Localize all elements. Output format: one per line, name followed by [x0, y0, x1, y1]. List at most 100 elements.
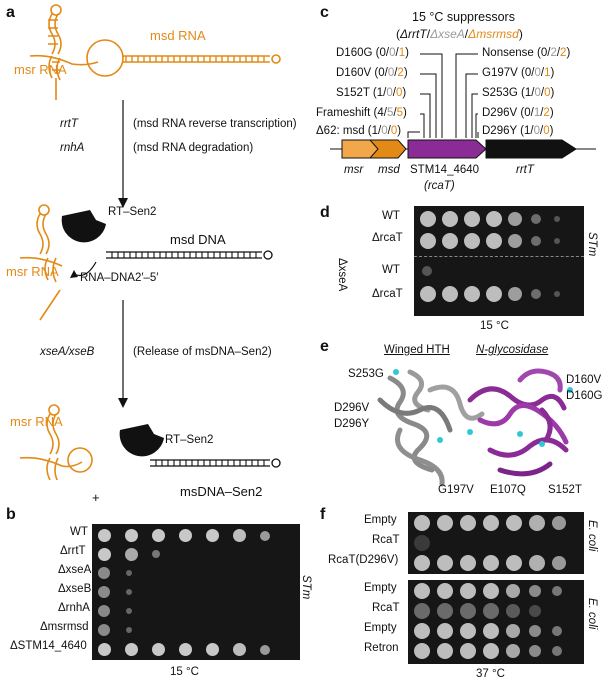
b-temp: 15 °C — [170, 666, 199, 678]
b-strain-rrtt: ΔrrtT — [60, 545, 86, 557]
spot — [437, 623, 453, 639]
c-legend-rrtt: ΔrrtT — [400, 27, 427, 41]
spot — [98, 586, 110, 598]
spot — [508, 287, 522, 301]
c-count-msrmsd: 2 — [560, 47, 567, 59]
spot — [98, 624, 110, 636]
c-count-msrmsd: 5 — [396, 107, 403, 119]
c-count-msrmsd: 0 — [395, 87, 403, 99]
spot — [552, 556, 566, 570]
spot — [98, 643, 111, 656]
spot — [552, 586, 562, 596]
e-site-s253g: S253G — [348, 368, 384, 380]
e-site-g197v: G197V — [438, 484, 474, 496]
spot — [420, 233, 436, 249]
c-title: 15 °C suppressors — [412, 10, 515, 24]
c-connector-lines — [330, 53, 596, 159]
spot — [531, 289, 541, 299]
rt-sen2-label: RT–Sen2 — [108, 206, 157, 218]
c-count-xsea: 2 — [550, 47, 557, 59]
c-mut-right-4: D296Y (1/0/0) — [482, 125, 554, 137]
b-strain-stm: ΔSTM14_4640 — [10, 640, 87, 652]
spot — [414, 515, 430, 531]
c-legend-sep2: / — [464, 27, 469, 41]
c-mut-left-0: D160G (0/0/1) — [336, 47, 409, 59]
panel-f-plate-top — [408, 512, 584, 574]
b-strain-wt: WT — [70, 526, 88, 538]
spot — [460, 603, 476, 619]
c-mut-name: D160V — [336, 67, 372, 79]
b-strain-rnha: ΔrnhA — [58, 602, 90, 614]
c-legend: (ΔrrtT/ΔxseA/Δmsrmsd) — [396, 27, 523, 41]
msdna-sen2-label: msDNA–Sen2 — [180, 484, 263, 499]
c-count-rrtt: 0 — [379, 47, 386, 59]
panel-b-letter: b — [6, 506, 16, 523]
rt-sen2-blob — [61, 210, 106, 243]
c-count-rrtt: 1 — [524, 125, 531, 137]
spot — [98, 529, 111, 542]
panel-e-letter: e — [320, 338, 329, 355]
spot — [437, 583, 453, 599]
f-organism-top: E. coli — [586, 520, 598, 552]
spot — [486, 286, 502, 302]
d-row-wt: WT — [382, 210, 400, 222]
e-domain-hth: Winged HTH — [384, 344, 450, 356]
c-count-rrtt: 0 — [378, 67, 385, 79]
spot — [506, 604, 520, 618]
spot — [508, 212, 522, 226]
xse-genes-label: xseA/xseB — [40, 346, 95, 358]
spot — [506, 555, 522, 571]
c-mut-name: S152T — [336, 87, 370, 99]
e-site-d296v: D296V — [334, 402, 370, 414]
gene-msd — [368, 139, 407, 159]
spot — [442, 286, 458, 302]
b-strain-xsea: ΔxseA — [58, 564, 92, 576]
spot — [483, 643, 499, 659]
c-legend-sep1: / — [426, 27, 431, 41]
c-count-xsea: 0 — [386, 87, 393, 99]
msd-rna-label: msd RNA — [150, 28, 206, 43]
c-gene-msd-label: msd — [378, 164, 400, 176]
c-count-msrmsd: 1 — [544, 67, 551, 79]
rt-sen2-blob-bottom — [119, 424, 164, 457]
spot — [420, 286, 436, 302]
spot — [437, 643, 453, 659]
c-count-rrtt: 0 — [524, 107, 531, 119]
spot — [529, 555, 545, 571]
spot — [483, 603, 499, 619]
spot — [414, 555, 430, 571]
spot — [98, 548, 111, 561]
spot — [442, 233, 458, 249]
panel-f-plate-bottom — [408, 580, 584, 664]
d-row-rcat-2: ΔrcaT — [372, 288, 403, 300]
spot — [531, 214, 541, 224]
c-count-xsea: 0 — [381, 125, 388, 137]
c-gene-msr-label: msr — [344, 164, 364, 176]
c-count-msrmsd: 2 — [543, 107, 550, 119]
spot — [152, 529, 165, 542]
f-bottom-row-2: Empty — [364, 622, 397, 634]
spot — [260, 645, 270, 655]
c-count-rrtt: 4 — [377, 107, 384, 119]
e-site-d160v: D160V — [566, 374, 602, 386]
b-strain-msrmsd: Δmsrmsd — [40, 621, 89, 633]
spot — [483, 555, 499, 571]
spot — [126, 589, 132, 595]
c-count-xsea: 0 — [387, 67, 395, 79]
c-legend-msrmsd: Δmsrmsd — [468, 27, 519, 41]
c-gene-rrtt-label: rrtT — [516, 164, 534, 176]
panel-c-letter: c — [320, 4, 329, 21]
msr-rna-label-3: msr RNA — [10, 414, 63, 429]
spot — [414, 643, 430, 659]
msr-rna-bottom — [19, 404, 93, 480]
spot — [437, 515, 453, 531]
msr-rna-label-2: msr RNA — [6, 264, 59, 279]
msr-rna-label: msr RNA — [14, 62, 67, 77]
spot — [125, 529, 138, 542]
spot — [437, 555, 453, 571]
c-count-msrmsd: 0 — [543, 125, 550, 137]
spot — [437, 603, 453, 619]
panel-d-plate — [414, 206, 584, 316]
rt-complex-middle — [19, 204, 63, 321]
d-temp: 15 °C — [480, 320, 509, 332]
